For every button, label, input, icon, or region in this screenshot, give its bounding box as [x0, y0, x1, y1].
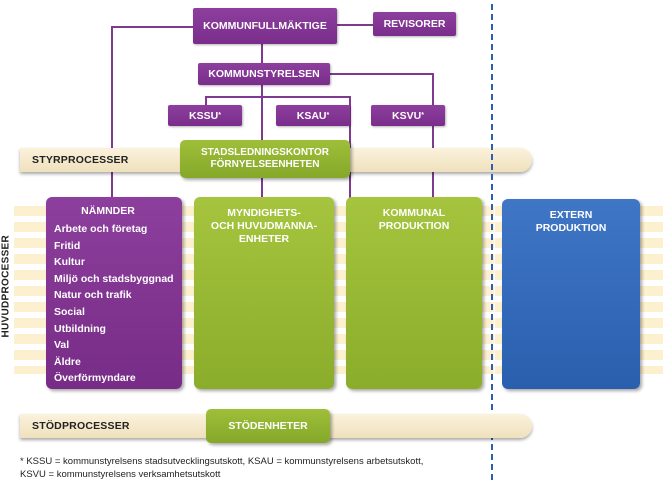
ksvu-label: KSVU	[392, 109, 422, 122]
list-item: Fritid	[54, 239, 81, 252]
stodenheter-label: STÖDENHETER	[228, 420, 308, 432]
footnote-line1: * KSSU = kommunstyrelsens stadsutvecklin…	[20, 456, 424, 467]
kommunfullmaktige-label: KOMMUNFULLMÄKTIGE	[203, 20, 327, 32]
connector-ksau	[349, 96, 351, 198]
myndighets-title: MYNDIGHETS- OCH HUVUDMANNA- ENHETER	[194, 207, 334, 246]
extern-line1: EXTERN	[549, 209, 593, 221]
revisorer-box: REVISORER	[373, 12, 456, 36]
namnder-list: Arbete och företag Fritid Kultur Miljö o…	[54, 221, 174, 387]
list-item: Arbete och företag	[54, 223, 148, 235]
ksau-label: KSAU	[296, 109, 327, 122]
myndighets-line3: ENHETER	[238, 233, 290, 245]
stadsledningskontor-line2: FÖRNYELSEENHETEN	[210, 159, 320, 170]
kommunfullmaktige-box: KOMMUNFULLMÄKTIGE	[193, 8, 337, 44]
connector-kf-ks	[261, 44, 263, 64]
namnder-column: NÄMNDER Arbete och företag Fritid Kultur…	[46, 197, 182, 389]
kommunstyrelsen-label: KOMMUNSTYRELSEN	[208, 68, 320, 80]
kommunal-line1: KOMMUNAL	[382, 207, 446, 219]
kssu-asterisk: *	[218, 112, 221, 119]
list-item: Social	[54, 305, 85, 318]
ksau-box: KSAU*	[276, 105, 350, 126]
stadsledningskontor-line1: STADSLEDNINGSKONTOR	[201, 147, 329, 158]
kssu-box: KSSU*	[168, 105, 242, 126]
huvudprocesser-label: HUVUDPROCESSER	[0, 234, 12, 338]
list-item: Natur och trafik	[54, 289, 132, 302]
connector-left-vertical	[111, 26, 113, 198]
connector-ks-right	[330, 73, 434, 75]
ksvu-asterisk: *	[421, 112, 424, 119]
list-item: Äldre	[54, 355, 81, 368]
list-item: Miljö och stadsbyggnad	[54, 272, 174, 285]
styrprocesser-label: STYRPROCESSER	[32, 154, 129, 166]
revisorer-label: REVISORER	[383, 18, 446, 30]
myndighets-column: MYNDIGHETS- OCH HUVUDMANNA- ENHETER	[194, 197, 334, 389]
ksvu-box: KSVU*	[371, 105, 445, 126]
kssu-label: KSSU	[189, 109, 219, 122]
huvudprocesser-label-wrap: HUVUDPROCESSER	[0, 234, 12, 344]
connector-kf-left	[111, 26, 195, 28]
footnote-line2: KSVU = kommunstyrelsens verksamhetsutsko…	[20, 469, 221, 480]
extern-column: EXTERN PRODUKTION	[502, 199, 640, 389]
connector-right-vertical	[432, 73, 434, 198]
list-item: Utbildning	[54, 322, 106, 335]
extern-title: EXTERN PRODUKTION	[502, 209, 640, 235]
stodprocesser-label: STÖDPROCESSER	[32, 420, 130, 432]
list-item: Överförmyndare	[54, 372, 136, 385]
myndighets-line1: MYNDIGHETS-	[227, 207, 301, 219]
stodenheter-box: STÖDENHETER	[206, 409, 330, 443]
list-item: Kultur	[54, 256, 85, 269]
list-item: Val	[54, 339, 70, 352]
connector-kf-revisorer	[335, 24, 373, 26]
extern-line2: PRODUKTION	[535, 222, 607, 234]
ksau-asterisk: *	[326, 112, 330, 119]
dashed-divider	[491, 4, 493, 480]
connector-kssu	[205, 96, 207, 106]
connector-ks-branch	[205, 96, 351, 98]
myndighets-line2: OCH HUVUDMANNA-	[210, 220, 318, 232]
kommunstyrelsen-box: KOMMUNSTYRELSEN	[198, 63, 330, 85]
kommunal-title: KOMMUNAL PRODUKTION	[346, 207, 482, 233]
stadsledningskontor-box: STADSLEDNINGSKONTOR FÖRNYELSEENHETEN	[180, 140, 350, 178]
kommunal-column: KOMMUNAL PRODUKTION	[346, 197, 482, 389]
namnder-title: NÄMNDER	[81, 205, 135, 217]
kommunal-line2: PRODUKTION	[378, 220, 450, 232]
